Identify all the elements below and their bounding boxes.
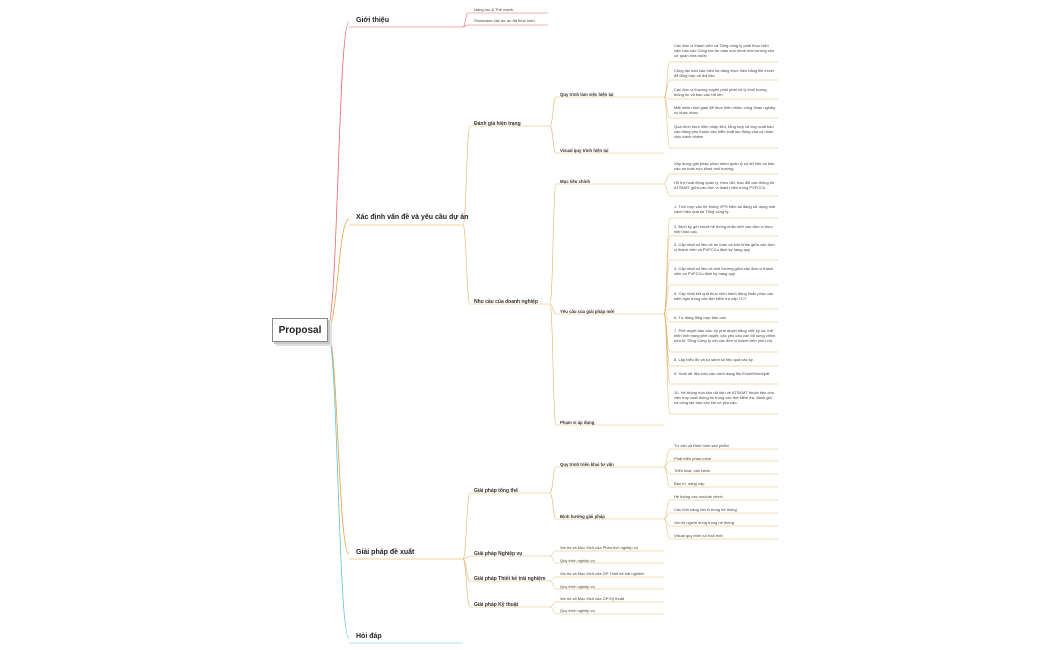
section-intro[interactable]: Giới thiệu [356, 17, 389, 24]
branch-deploy-process[interactable]: Quy trình triển khai tư vấn [560, 462, 614, 467]
connector [663, 466, 671, 488]
connector [549, 550, 557, 557]
connector [663, 460, 671, 468]
branch-current-process[interactable]: Quy trình làm việc hiện tại [560, 92, 614, 97]
branch-business-needs[interactable]: Nhu cầu của doanh nghiệp [474, 299, 538, 305]
branch-current-state[interactable]: Đánh giá hiện trạng [474, 121, 521, 127]
connector [462, 24, 469, 28]
connector [326, 328, 350, 639]
connector [326, 21, 350, 330]
branch-business-solution[interactable]: Giải pháp Nghiệp vụ [474, 551, 523, 557]
connector [462, 492, 471, 560]
connector [663, 79, 671, 98]
connector [549, 555, 557, 564]
leaf-node[interactable]: Bảo trì, nâng cấp [674, 481, 705, 486]
connector [549, 492, 557, 520]
connector [663, 96, 671, 149]
connector [462, 558, 471, 582]
section-solution[interactable]: Giải pháp đề xuất [356, 549, 415, 556]
leaf-node[interactable]: 4. Cập nhật số liệu về môi trường giữa c… [674, 266, 774, 276]
connector [549, 576, 557, 582]
branch-main-goal[interactable]: Mục tiêu chính [560, 179, 591, 184]
root-label: Proposal [278, 324, 322, 336]
leaf-node[interactable]: Hỗ trợ hoạt động quản lý, theo dõi, trao… [674, 180, 775, 190]
connector [663, 448, 671, 468]
leaf-node[interactable]: Quá trình thực hiện nhập liệu, tổng hợp … [674, 124, 774, 139]
leaf-node[interactable]: 10. Hệ thống hóa kho dữ liệu về ATSKMT t… [674, 390, 774, 405]
leaf-node[interactable]: 6. Tự động tổng hợp báo cáo. [674, 315, 728, 320]
connector [663, 313, 671, 323]
leaf-node[interactable]: Hệ thống các module chính [674, 494, 723, 499]
leaf-node[interactable]: Showcase các dự án đã thực hiện [474, 18, 535, 23]
leaf-node[interactable]: Quy trình nghiệp vụ [560, 608, 595, 613]
connector [462, 224, 471, 305]
leaf-node[interactable]: Phát triển phần mềm [674, 456, 712, 461]
leaf-node[interactable]: Các tính năng chính trong hệ thống [674, 507, 737, 512]
connector [663, 96, 671, 119]
branch-overall-solution[interactable]: Giải pháp tổng thể [474, 488, 518, 494]
leaf-node[interactable]: Visual quy trình số hoá mới [674, 533, 723, 538]
connector [663, 499, 671, 520]
leaf-node[interactable]: Vai trò và Mục đích của GP Thiết kế trải… [560, 571, 645, 576]
section-problem[interactable]: Xác định vấn đề và yêu cầu dự án [356, 214, 469, 221]
leaf-node[interactable]: Quy trình nghiệp vụ [560, 584, 595, 589]
leaf-node[interactable]: 8. Lập biểu đồ và so sánh số liệu qua cá… [674, 357, 754, 362]
connector [462, 555, 471, 560]
connector [663, 96, 671, 100]
connector [549, 303, 557, 315]
connector [663, 284, 671, 315]
leaf-node[interactable]: Xây dựng giải pháp phần mềm quản lý số d… [674, 161, 775, 171]
leaf-node[interactable]: 2. Định kỳ gửi email hệ thống nhắc nhở c… [674, 224, 773, 234]
connector [549, 125, 557, 154]
branch-visual-current[interactable]: Visual quy trình hiện tại [560, 148, 609, 153]
connector [663, 313, 671, 415]
connector [663, 512, 671, 520]
connector [663, 308, 671, 315]
leaf-node[interactable]: Năng lực & Thế mạnh [474, 7, 514, 12]
connector [549, 183, 557, 305]
connector [326, 218, 350, 330]
connector [462, 12, 469, 28]
branch-scope[interactable]: Phạm vi áp dụng [560, 420, 595, 425]
connector [663, 313, 671, 385]
branch-solution-direction[interactable]: Định hướng giải pháp [560, 514, 605, 519]
connector [462, 125, 471, 226]
leaf-node[interactable]: Vai trò và Mục đích của Phân tích nghiệp… [560, 545, 638, 550]
root-node[interactable]: Proposal [272, 318, 328, 342]
leaf-node[interactable]: 3. Cập nhật số liệu về an toàn và sức kh… [674, 242, 775, 252]
connector [549, 466, 557, 494]
branch-tech-solution[interactable]: Giải pháp Kỹ thuật [474, 602, 519, 608]
connector [663, 173, 671, 185]
leaf-node[interactable]: Vai trò và Mục đích của GP Kỹ thuật [560, 596, 625, 601]
connector [549, 606, 557, 615]
connector [663, 259, 671, 315]
leaf-node[interactable]: Mất nhiều thời gian để thực hiện nhiều c… [674, 105, 776, 115]
connector [326, 328, 350, 555]
leaf-node[interactable]: Triển khai, vận hành [674, 468, 711, 473]
leaf-node[interactable]: Các đơn vị thường xuyên phải phải xử lý … [674, 87, 767, 97]
connector [462, 558, 471, 608]
connector [549, 580, 557, 590]
leaf-node[interactable]: Các đơn vị thành viên và Tổng công ty ph… [674, 43, 775, 58]
leaf-node[interactable]: 5. Cập nhật kết quả thực hiện hành động … [674, 291, 774, 301]
connector [549, 601, 557, 608]
connector [663, 518, 671, 540]
leaf-node[interactable]: 9. Xuất dữ liệu báo cáo dưới dạng file E… [674, 371, 771, 376]
connector [549, 303, 557, 426]
connector [663, 235, 671, 315]
branch-ux-solution[interactable]: Giải pháp Thiết kế trải nghiệm [474, 576, 546, 582]
leaf-node[interactable]: Công tác báo cáo hiện tại đang thực hiện… [674, 68, 774, 78]
leaf-node[interactable]: 1. Tích hợp vào hệ thống VPS hiện tại đa… [674, 204, 776, 214]
section-qa[interactable]: Hỏi đáp [356, 633, 382, 640]
connector [663, 183, 671, 197]
leaf-node[interactable]: Quy trình nghiệp vụ [560, 558, 595, 563]
leaf-node[interactable]: Tư vấn và Định hình sản phẩm [674, 443, 729, 448]
leaf-node[interactable]: Vai trò người dùng trong hệ thống [674, 520, 734, 525]
leaf-node[interactable]: 7. Phê duyệt báo cáo: ký phê duyệt bằng … [674, 328, 776, 343]
branch-new-requirements[interactable]: Yêu cầu của giải pháp mới [560, 309, 615, 314]
connector [663, 61, 671, 98]
connector [549, 96, 557, 127]
